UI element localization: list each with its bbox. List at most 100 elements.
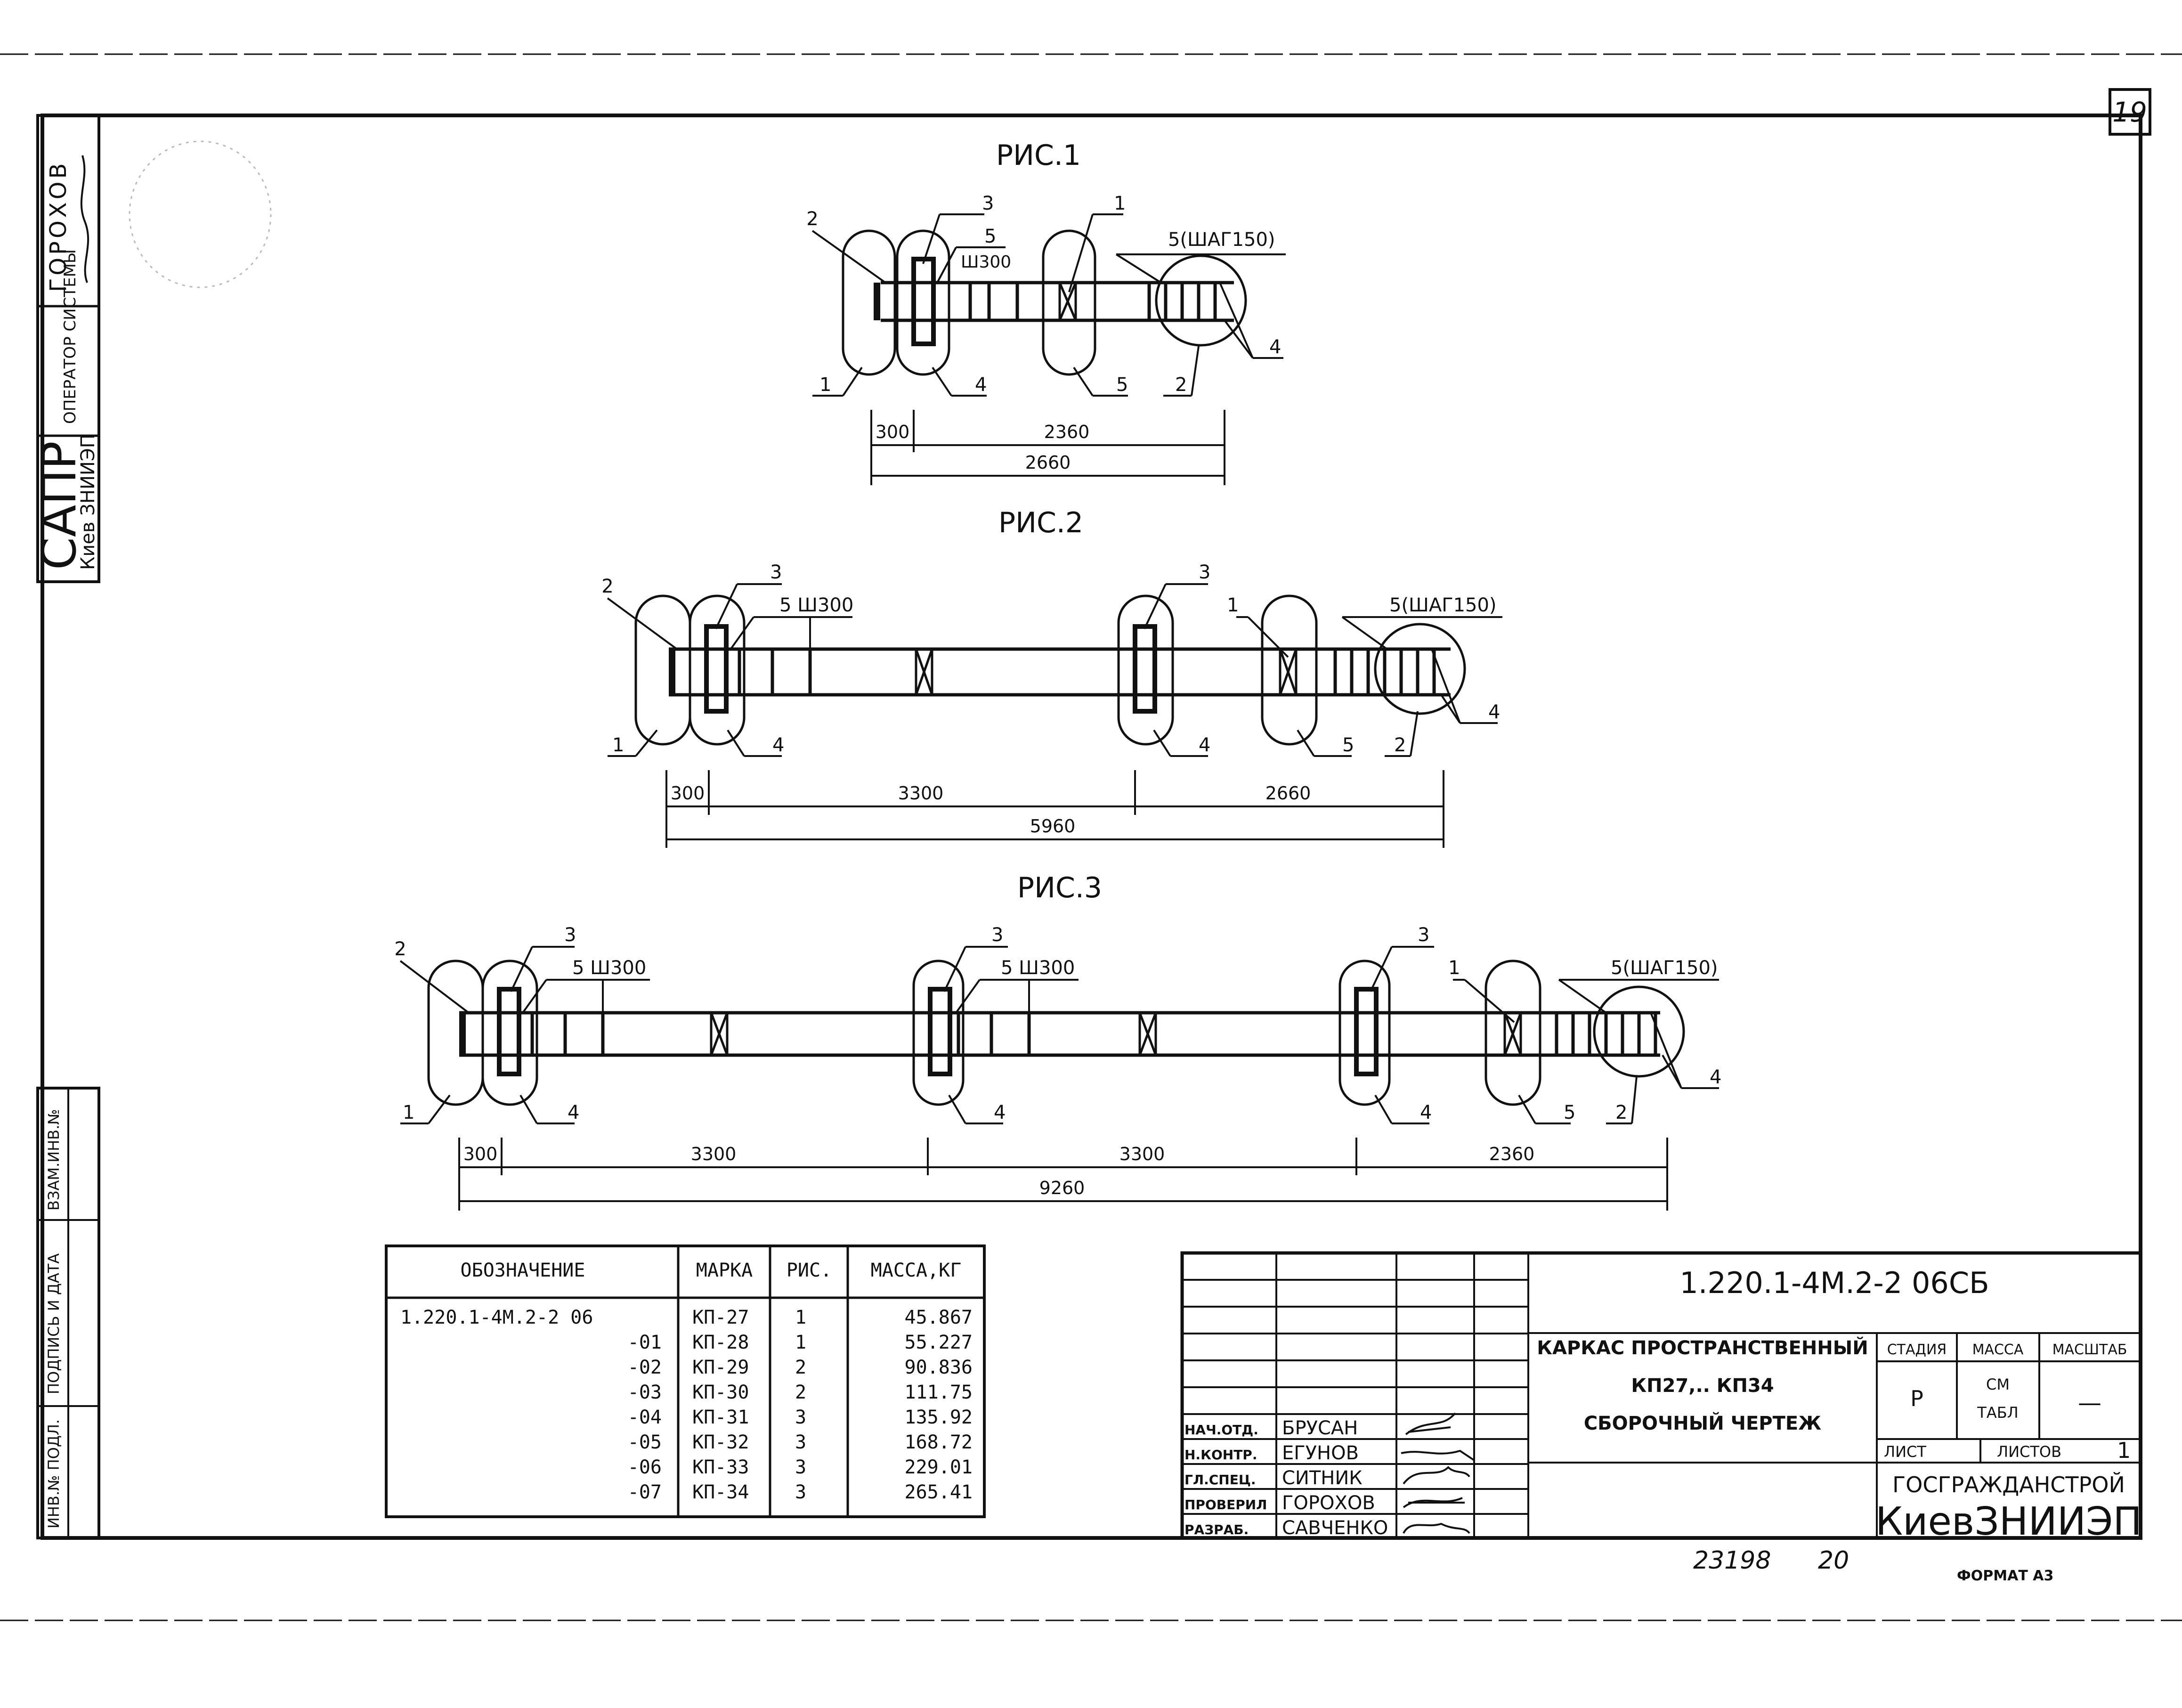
spec-cell-mass: 229.01 xyxy=(905,1456,973,1478)
operator-name: ГОРОХОВ xyxy=(45,161,72,292)
callout-label: 1 xyxy=(1227,594,1239,616)
mass-value: ТАБЛ xyxy=(1977,1404,2018,1422)
end-stub xyxy=(669,649,675,695)
inv-podl-label: ИНВ.№ ПОДЛ. xyxy=(45,1419,63,1529)
stage-value: Р xyxy=(1910,1386,1923,1411)
title-name-line: КАРКАС ПРОСТРАНСТВЕННЫЙ xyxy=(1537,1336,1868,1359)
spec-cell-fig: 1 xyxy=(795,1332,806,1353)
figure-1: РИС.1 2 3 5 xyxy=(806,139,1286,485)
person-role: РАЗРАБ. xyxy=(1184,1522,1249,1537)
end-stub xyxy=(459,1013,466,1055)
spec-header-mass: МАССА,КГ xyxy=(871,1260,962,1281)
side-stamp-frame xyxy=(36,114,100,583)
mass-value: СМ xyxy=(1986,1375,2010,1393)
callout-label: 3 xyxy=(991,924,1003,946)
leader-lines xyxy=(607,583,1502,757)
x-brace xyxy=(710,1011,1522,1057)
callout-label: 4 xyxy=(568,1102,579,1123)
spec-cell-mark: КП-30 xyxy=(692,1382,749,1403)
scale-value: — xyxy=(2078,1389,2101,1416)
spec-cell-fig: 2 xyxy=(795,1357,806,1378)
callout-label: 5(ШАГ150) xyxy=(1389,594,1497,616)
spec-cell-fig: 3 xyxy=(795,1456,806,1478)
detail-circle xyxy=(1155,254,1247,347)
callout-ellipse xyxy=(689,594,746,746)
callout-label: 5 xyxy=(1564,1102,1575,1123)
side-stamp-org: Киев ЗНИИЭП xyxy=(77,434,99,570)
title-block: 1.220.1-4М.2-2 06СБ КАРКАС ПРОСТРАНСТВЕН… xyxy=(1180,1251,2142,1544)
callout-label: 2 xyxy=(1394,734,1406,756)
title-block-grid xyxy=(1182,1253,2141,1538)
spec-cell-designation: -01 xyxy=(628,1332,662,1353)
callout-ellipse xyxy=(427,960,484,1106)
spec-cell-mark: КП-27 xyxy=(692,1307,749,1328)
org-line-2: КиевЗНИИЭП xyxy=(1875,1499,2142,1544)
end-plate xyxy=(928,987,952,1076)
spec-header-designation: ОБОЗНАЧЕНИЕ xyxy=(461,1260,585,1281)
callout-label: 3 xyxy=(770,561,782,583)
callout-ellipse xyxy=(912,960,965,1106)
leader-lines xyxy=(399,946,1719,1124)
title-name-line: КП27,.. КП34 xyxy=(1631,1375,1774,1397)
drawing-frame xyxy=(41,114,2142,1540)
spec-cell-fig: 3 xyxy=(795,1431,806,1453)
spec-cell-mass: 55.227 xyxy=(905,1332,973,1353)
spec-table: ОБОЗНАЧЕНИЕ МАРКА РИС. МАССА,КГ 1.220.1-… xyxy=(385,1244,986,1518)
end-plate xyxy=(911,257,936,346)
callout-label: 5 xyxy=(1342,734,1354,756)
spec-cell-designation: -02 xyxy=(628,1357,662,1378)
spec-header-mark: МАРКА xyxy=(696,1260,753,1281)
dimension-lines xyxy=(870,410,1225,485)
x-brace xyxy=(1058,281,1077,322)
spec-cell-mark: КП-31 xyxy=(692,1407,749,1428)
spec-cell-mark: КП-34 xyxy=(692,1481,749,1503)
spec-table-frame xyxy=(385,1244,986,1518)
callout-label: 5 Ш300 xyxy=(1001,957,1075,979)
vzam-label: ВЗАМ.ИНВ.№ xyxy=(45,1109,63,1211)
callout-ellipse xyxy=(634,594,691,746)
spec-cell-designation: -04 xyxy=(628,1407,662,1428)
person-name: СИТНИК xyxy=(1282,1467,1363,1489)
spec-cell-mark: КП-33 xyxy=(692,1456,749,1478)
callout-label: 3 xyxy=(1418,924,1429,946)
detail-circle xyxy=(1593,985,1685,1078)
callout-ellipse xyxy=(1261,594,1318,746)
person-name: ГОРОХОВ xyxy=(1282,1492,1375,1514)
operator-signature xyxy=(80,155,89,283)
person-role: ГЛ.СПЕЦ. xyxy=(1184,1472,1256,1488)
dimension-lines xyxy=(665,770,1444,848)
spec-cell-mass: 168.72 xyxy=(905,1431,973,1453)
scale-label: МАСШТАБ xyxy=(2052,1342,2127,1358)
podpis-label: ПОДПИСЬ И ДАТА xyxy=(45,1253,63,1394)
sheet-number-box xyxy=(2109,88,2151,136)
spec-cell-mark: КП-28 xyxy=(692,1332,749,1353)
callout-label: 2 xyxy=(601,576,613,597)
callout-label: 3 xyxy=(564,924,576,946)
callout-ellipse xyxy=(1338,960,1391,1106)
callout-ellipse xyxy=(1117,594,1174,746)
dimension-lines xyxy=(458,1138,1668,1211)
org-line-1: ГОСГРАЖДАНСТРОЙ xyxy=(1892,1472,2125,1497)
dim-label: 300 xyxy=(876,422,910,442)
dim-label: 300 xyxy=(463,1144,498,1164)
dim-label: 300 xyxy=(671,783,705,804)
callout-label: 5(ШАГ150) xyxy=(1611,957,1718,979)
spec-cell-mass: 90.836 xyxy=(905,1357,973,1378)
mass-label: МАССА xyxy=(1972,1342,2024,1358)
callout-label: 4 xyxy=(1710,1066,1721,1088)
posts xyxy=(738,649,1436,695)
dim-label: 2360 xyxy=(1489,1144,1535,1164)
figure-2: РИС.2 xyxy=(601,506,1502,848)
sapr-label: САПР xyxy=(32,441,87,570)
callout-ellipse xyxy=(1484,960,1541,1106)
callout-label: 1 xyxy=(1448,957,1460,979)
drawing-code: 1.220.1-4М.2-2 06СБ xyxy=(1679,1266,1989,1300)
spec-cell-fig: 2 xyxy=(795,1382,806,1403)
figure-3: РИС.3 xyxy=(394,871,1721,1211)
x-brace xyxy=(915,648,1298,696)
spec-cell-mass: 135.92 xyxy=(905,1407,973,1428)
callout-label: 2 xyxy=(394,938,406,960)
dim-label: 3300 xyxy=(898,783,944,804)
spec-cell-mark: КП-32 xyxy=(692,1431,749,1453)
